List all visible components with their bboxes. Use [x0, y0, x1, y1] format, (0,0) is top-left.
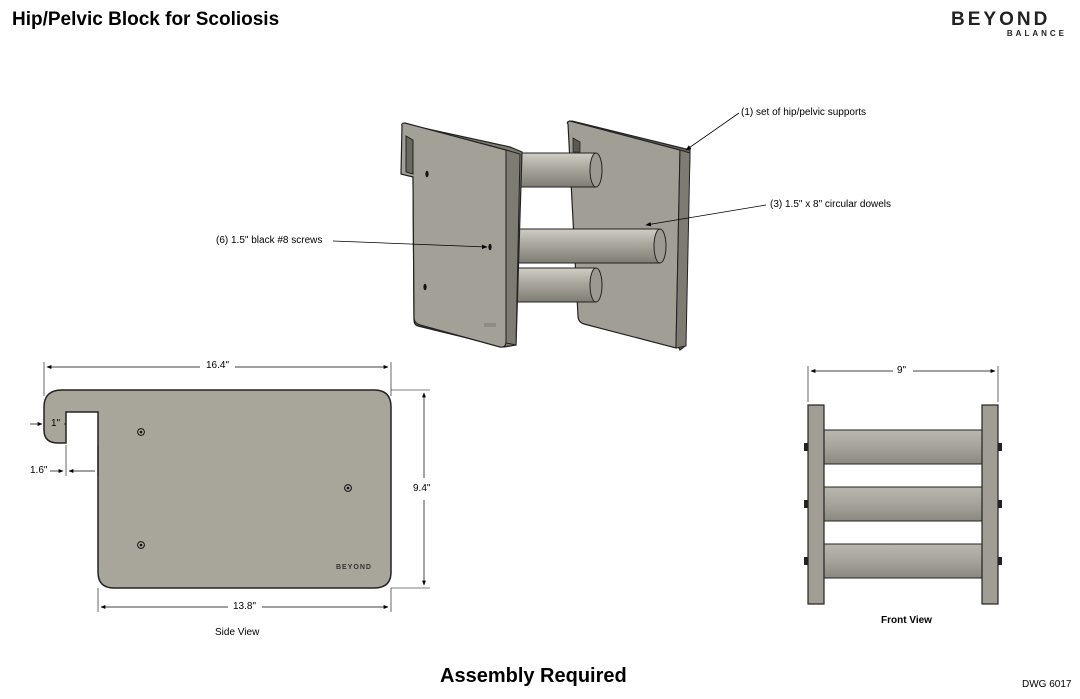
drawing-number: DWG 6017	[1022, 679, 1072, 690]
iso-dowel-top	[515, 152, 603, 188]
page-title: Hip/Pelvic Block for Scoliosis	[12, 9, 280, 30]
iso-left-board	[400, 122, 523, 348]
side-view-drawing	[30, 362, 430, 612]
dim-base-length: 13.8"	[233, 601, 257, 612]
front-right-board	[981, 404, 999, 605]
callout-supports: (1) set of hip/pelvic supports	[741, 107, 867, 118]
iso-dowels	[515, 152, 667, 303]
front-dowel-top	[819, 429, 985, 465]
assembly-note: Assembly Required	[440, 665, 627, 687]
iso-dowel-bottom	[515, 267, 603, 303]
callout-dowels: (3) 1.5" x 8" circular dowels	[770, 199, 892, 210]
front-view-drawing	[804, 366, 1002, 605]
board-logo: BEYOND	[336, 564, 372, 571]
side-screw-holes	[137, 428, 352, 549]
isometric-view	[332, 112, 767, 351]
side-view-caption: Side View	[215, 627, 260, 638]
front-left-board	[807, 404, 825, 605]
dim-hook-depth: 1.6"	[30, 465, 48, 476]
logo-subline: BALANCE	[1006, 29, 1067, 38]
dim-overall-length: 16.4"	[206, 360, 230, 371]
brand-logo: BEYOND BALANCE	[951, 9, 1071, 38]
logo-wordmark: BEYOND	[951, 9, 1051, 30]
iso-screw-hole	[423, 283, 427, 291]
iso-dowel-middle	[517, 228, 667, 264]
callout-screws: (6) 1.5" black #8 screws	[216, 235, 323, 246]
dim-height: 9.4"	[413, 483, 431, 494]
front-view-caption: Front View	[881, 615, 932, 626]
iso-screw-hole	[488, 243, 492, 251]
dim-front-width: 9"	[897, 365, 907, 376]
dim-hook-width: 1"	[51, 418, 61, 429]
front-dowel-middle	[819, 486, 985, 522]
front-dowel-bottom	[819, 543, 985, 579]
iso-screw-hole	[425, 170, 429, 178]
